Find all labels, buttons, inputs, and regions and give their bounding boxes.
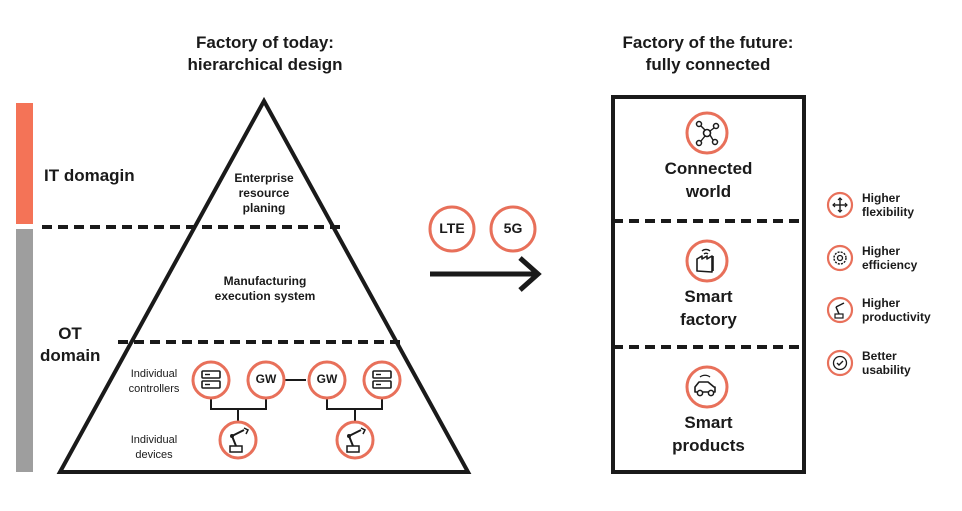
devices-line2: devices <box>135 449 173 461</box>
lte-badge <box>428 205 476 253</box>
mes-line2: execution system <box>214 289 316 303</box>
ot-domain-line1: OT <box>58 324 82 343</box>
pyramid <box>56 96 472 474</box>
mes-line1: Manufacturing <box>223 274 307 288</box>
gw-right-circle <box>307 360 347 400</box>
connected-line1: Connected <box>664 159 753 178</box>
factory-line1: Smart <box>684 287 733 306</box>
left-title: Factory of today: hierarchical design <box>150 32 380 76</box>
gear-icon <box>826 244 854 272</box>
ot-domain-label: OT domain <box>40 323 100 367</box>
connected-world-label: Connected world <box>616 157 801 203</box>
controllers-line1: Individual <box>130 368 178 380</box>
device-robot-arm-icon-right <box>335 420 375 460</box>
benefit-line2: flexibility <box>862 205 915 219</box>
arrow-head <box>518 256 542 292</box>
benefit-productivity: Higher productivity <box>862 296 931 324</box>
erp-label: Enterprise resource planing <box>214 171 314 216</box>
arrows-icon <box>826 191 854 219</box>
products-line1: Smart <box>684 413 733 432</box>
gw-right-label: GW <box>316 372 338 386</box>
mes-label: Manufacturing execution system <box>190 274 340 304</box>
future-factory-box <box>611 95 806 474</box>
connected-line2: world <box>685 182 732 201</box>
5g-label: 5G <box>503 220 523 236</box>
it-domain-label: IT domagin <box>44 166 135 185</box>
benefit-line1: Higher <box>862 296 901 310</box>
right-title-line1: Factory of the future: <box>622 33 794 52</box>
check-icon <box>826 349 854 377</box>
lte-label: LTE <box>439 220 465 236</box>
factory-line2: factory <box>680 310 737 329</box>
smart-products-label: Smart products <box>616 411 801 457</box>
gw-left-circle <box>246 360 286 400</box>
gw-left-label: GW <box>255 372 277 386</box>
benefit-line2: productivity <box>862 310 931 324</box>
it-domain-bar <box>16 103 33 224</box>
left-title-line1: Factory of today: <box>196 33 334 52</box>
erp-line1: Enterprise <box>234 171 294 185</box>
ot-domain-line2: domain <box>40 346 101 365</box>
controllers-line2: controllers <box>128 383 180 395</box>
left-title-line2: hierarchical design <box>187 55 343 74</box>
benefit-flexibility: Higher flexibility <box>862 191 914 219</box>
smart-factory-label: Smart factory <box>616 285 801 331</box>
left-controller-link <box>210 398 267 422</box>
benefit-line2: efficiency <box>862 258 918 272</box>
controller-server-icon-right <box>362 360 402 400</box>
controllers-label: Individual controllers <box>118 367 190 397</box>
erp-line3: planing <box>242 201 286 215</box>
robot-arm-icon <box>826 296 854 324</box>
erp-line2: resource <box>238 186 290 200</box>
right-controller-link <box>326 398 383 422</box>
devices-label: Individual devices <box>118 433 190 463</box>
benefit-usability: Better usability <box>862 349 911 377</box>
devices-line1: Individual <box>130 434 178 446</box>
benefit-line1: Better <box>862 349 897 363</box>
right-title-line2: fully connected <box>645 55 771 74</box>
ot-domain-bar <box>16 229 33 472</box>
products-line2: products <box>672 436 745 455</box>
smart-car-icon <box>685 365 729 409</box>
benefit-line2: usability <box>862 363 911 377</box>
benefit-efficiency: Higher efficiency <box>862 244 917 272</box>
right-title: Factory of the future: fully connected <box>588 32 828 76</box>
smart-factory-icon <box>685 239 729 283</box>
network-icon <box>685 111 729 155</box>
controller-server-icon-left <box>191 360 231 400</box>
benefit-line1: Higher <box>862 191 901 205</box>
5g-badge <box>489 205 537 253</box>
benefit-line1: Higher <box>862 244 901 258</box>
device-robot-arm-icon-left <box>218 420 258 460</box>
